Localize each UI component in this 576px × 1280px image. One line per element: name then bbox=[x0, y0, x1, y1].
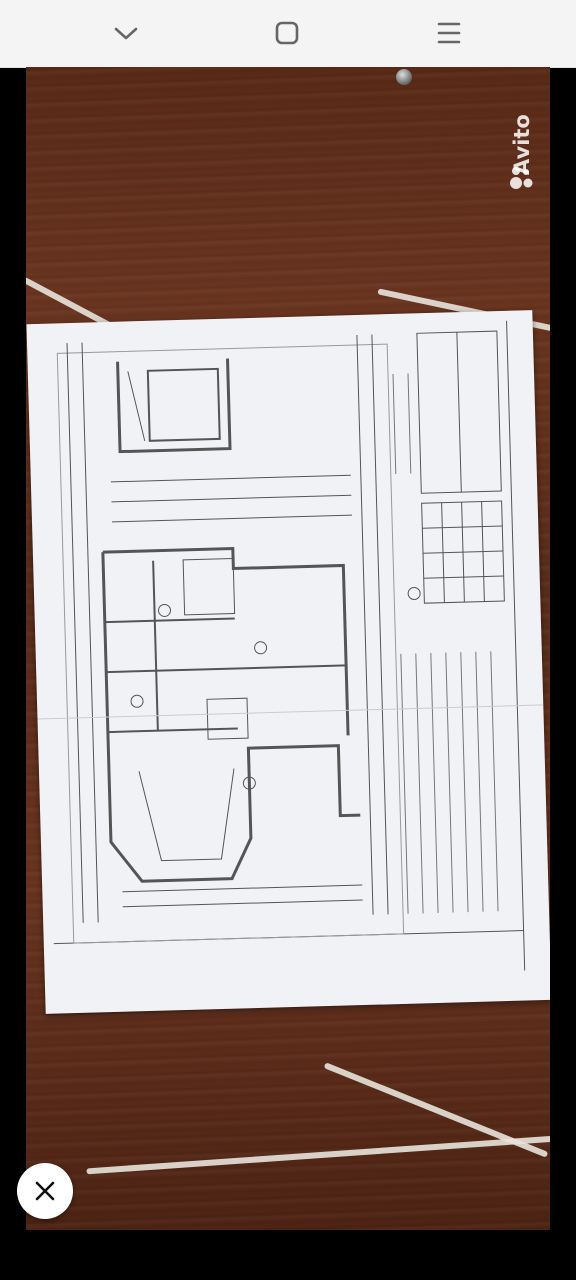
close-icon bbox=[35, 1181, 55, 1201]
square-icon bbox=[275, 21, 299, 45]
overview-button[interactable] bbox=[263, 10, 311, 56]
listing-photo[interactable]: Avito bbox=[26, 67, 550, 1230]
floor-plan-sheet bbox=[26, 310, 550, 1014]
cable bbox=[86, 1135, 550, 1175]
avito-dots-icon bbox=[510, 167, 533, 189]
hamburger-icon bbox=[437, 22, 461, 44]
collapse-button[interactable] bbox=[102, 10, 150, 56]
floor-plan-drawing bbox=[37, 320, 544, 971]
close-button[interactable] bbox=[17, 1163, 73, 1219]
table-pin bbox=[396, 69, 412, 85]
menu-button[interactable] bbox=[425, 10, 473, 56]
chevron-down-icon bbox=[114, 27, 138, 40]
avito-watermark: Avito bbox=[504, 85, 544, 189]
top-navigation-bar bbox=[0, 0, 576, 68]
